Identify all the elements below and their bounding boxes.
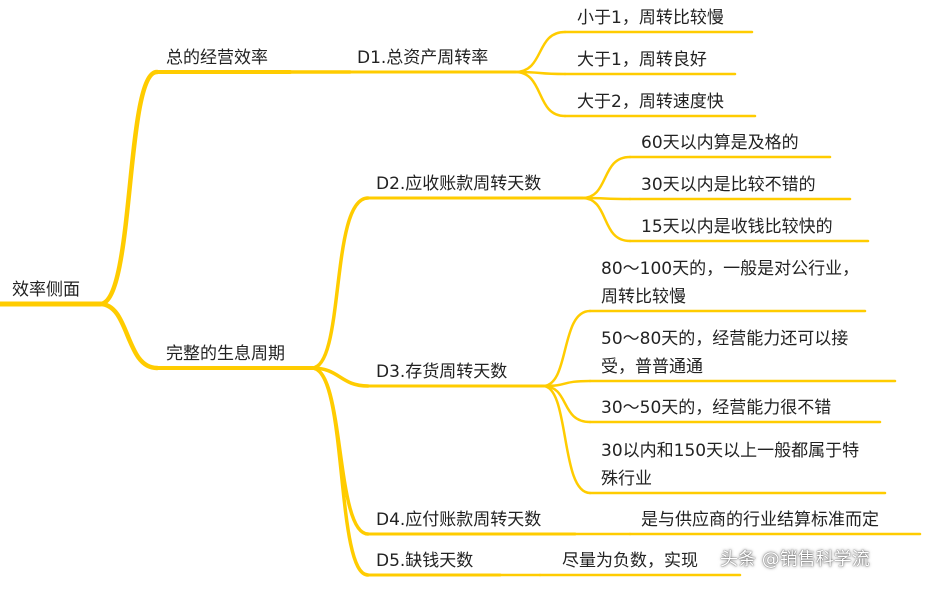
d3-detail-2[interactable]: 50～80天的，经营能力还可以接受，普普通通 (601, 329, 849, 377)
d1-detail-1[interactable]: 小于1，周转比较慢 (577, 8, 724, 28)
d2-detail-1[interactable]: 60天以内算是及格的 (641, 133, 799, 153)
metric-d5[interactable]: D5.缺钱天数 (376, 551, 474, 571)
d3-detail-1[interactable]: 80～100天的，一般是对公行业，周转比较慢 (601, 259, 860, 307)
d5-detail[interactable]: 尽量为负数，实现 (562, 551, 698, 571)
branch-total-efficiency[interactable]: 总的经营效率 (166, 48, 268, 68)
d1-detail-2[interactable]: 大于1，周转良好 (577, 50, 707, 70)
metric-d2[interactable]: D2.应收账款周转天数 (376, 174, 542, 194)
branch-business-cycle[interactable]: 完整的生息周期 (166, 344, 285, 364)
metric-d3[interactable]: D3.存货周转天数 (376, 362, 508, 382)
d4-detail[interactable]: 是与供应商的行业结算标准而定 (641, 510, 879, 530)
metric-d1[interactable]: D1.总资产周转率 (357, 48, 489, 68)
root-node[interactable]: 效率侧面 (12, 280, 80, 300)
metric-d4[interactable]: D4.应付账款周转天数 (376, 510, 542, 530)
d1-detail-3[interactable]: 大于2，周转速度快 (577, 92, 724, 112)
watermark: 头条 @销售科学流 (720, 549, 870, 570)
d2-detail-3[interactable]: 15天以内是收钱比较快的 (641, 217, 833, 237)
d3-detail-3[interactable]: 30～50天的，经营能力很不错 (601, 398, 832, 418)
d2-detail-2[interactable]: 30天以内是比较不错的 (641, 175, 816, 195)
d3-detail-4[interactable]: 30以内和150天以上一般都属于特殊行业 (601, 441, 860, 489)
